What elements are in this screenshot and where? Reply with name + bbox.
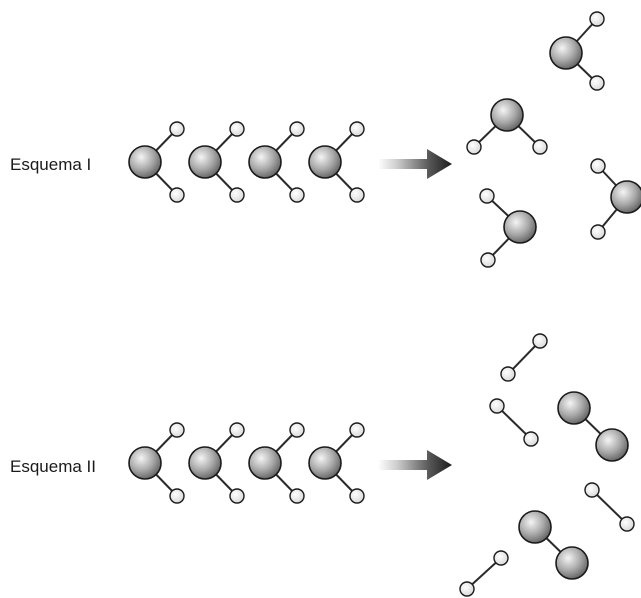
large-atom bbox=[248, 446, 282, 480]
small-atom bbox=[532, 139, 548, 155]
large-atom bbox=[308, 446, 342, 480]
bond-line bbox=[591, 489, 628, 525]
small-atom bbox=[229, 121, 245, 137]
large-atom bbox=[557, 391, 591, 425]
large-atom bbox=[610, 180, 641, 214]
large-atom bbox=[308, 145, 342, 179]
small-atom bbox=[500, 366, 516, 382]
bond-line bbox=[496, 405, 532, 440]
small-atom bbox=[459, 581, 475, 597]
small-atom bbox=[590, 224, 606, 240]
small-atom bbox=[169, 488, 185, 504]
small-atom bbox=[289, 121, 305, 137]
small-atom bbox=[169, 422, 185, 438]
small-atom bbox=[229, 488, 245, 504]
small-atom bbox=[493, 550, 509, 566]
small-atom bbox=[169, 121, 185, 137]
scheme-2-label: Esquema II bbox=[10, 457, 96, 476]
small-atom bbox=[289, 422, 305, 438]
scheme-1-reactants bbox=[128, 121, 365, 203]
small-atom bbox=[169, 187, 185, 203]
large-atom bbox=[503, 210, 537, 244]
small-atom bbox=[589, 11, 605, 27]
small-atom bbox=[289, 187, 305, 203]
small-atom bbox=[349, 187, 365, 203]
large-atom bbox=[188, 145, 222, 179]
large-atom bbox=[490, 98, 524, 132]
large-atom bbox=[128, 446, 162, 480]
small-atom bbox=[590, 158, 606, 174]
small-atom bbox=[229, 187, 245, 203]
small-atom bbox=[480, 252, 496, 268]
small-atom bbox=[584, 482, 600, 498]
small-atom bbox=[466, 139, 482, 155]
small-atom bbox=[489, 398, 505, 414]
small-atom bbox=[349, 422, 365, 438]
large-atom bbox=[518, 510, 552, 544]
small-atom bbox=[479, 188, 495, 204]
small-atom bbox=[589, 75, 605, 91]
small-atom bbox=[349, 488, 365, 504]
small-atom bbox=[289, 488, 305, 504]
large-atom bbox=[555, 546, 589, 580]
scheme-1-products bbox=[466, 11, 641, 268]
scheme-1-label: Esquema I bbox=[10, 155, 91, 174]
large-atom bbox=[595, 428, 629, 462]
small-atom bbox=[523, 431, 539, 447]
small-atom bbox=[619, 516, 635, 532]
large-atom bbox=[248, 145, 282, 179]
small-atom bbox=[229, 422, 245, 438]
scheme-2-reactants bbox=[128, 422, 365, 504]
large-atom bbox=[549, 36, 583, 70]
scheme-2-reaction-arrow bbox=[378, 450, 452, 480]
small-atom bbox=[532, 333, 548, 349]
scheme-2-products bbox=[459, 333, 635, 597]
large-atom bbox=[128, 145, 162, 179]
large-atom bbox=[188, 446, 222, 480]
scheme-1-reaction-arrow bbox=[378, 149, 452, 179]
small-atom bbox=[349, 121, 365, 137]
